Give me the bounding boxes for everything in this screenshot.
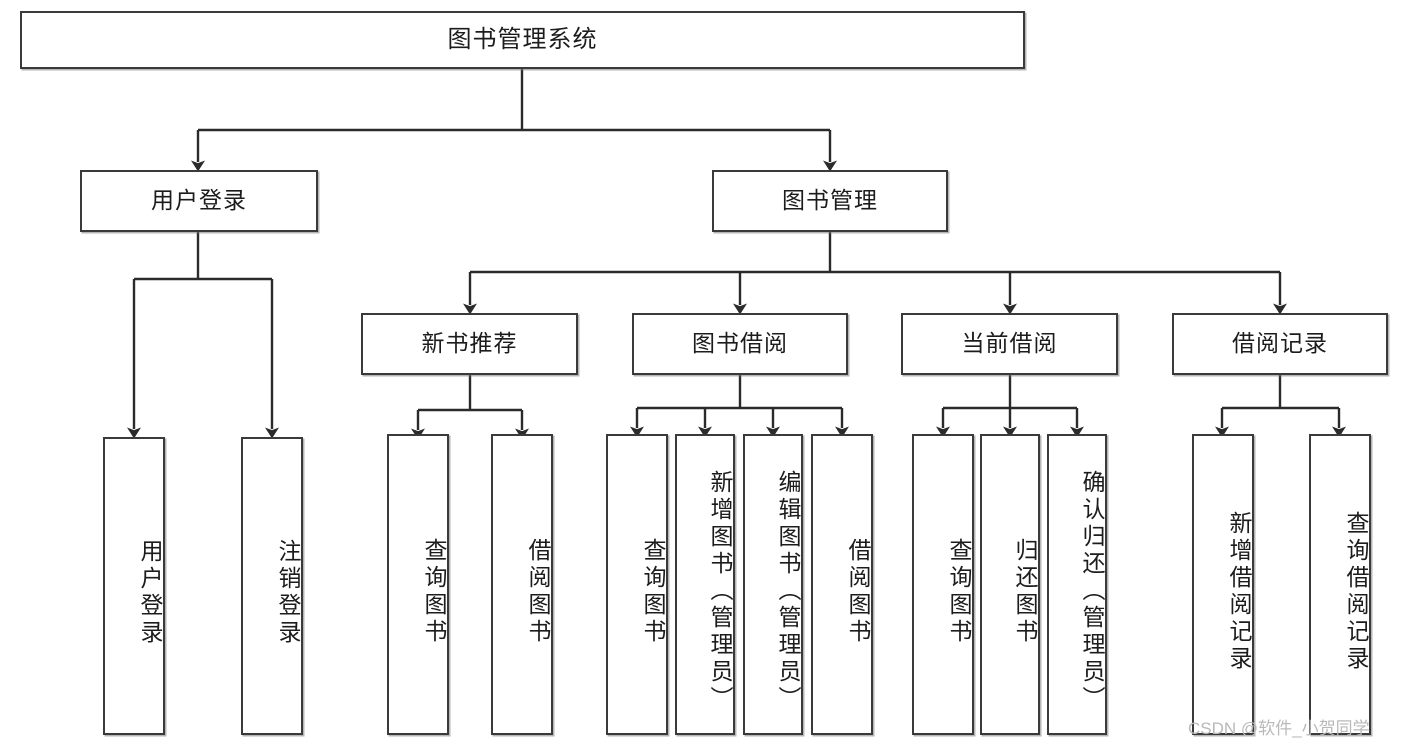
leaf-label: 确认归还（管理员） (1079, 470, 1105, 713)
node-root[interactable]: 图书管理系统 (20, 11, 1025, 69)
leaf-recommend-query-book[interactable]: 查询图书 (387, 434, 449, 735)
leaf-label: 新增图书（管理员） (707, 470, 733, 713)
leaf-current-return-book[interactable]: 归还图书 (980, 434, 1040, 735)
leaf-borrow-add-book-admin[interactable]: 新增图书（管理员） (675, 434, 735, 735)
leaf-label: 归还图书 (1012, 537, 1038, 646)
leaf-label: 查询图书 (946, 537, 972, 646)
leaf-records-query-record[interactable]: 查询借阅记录 (1309, 434, 1371, 735)
leaf-label: 编辑图书（管理员） (775, 470, 801, 713)
leaf-borrow-query-book[interactable]: 查询图书 (606, 434, 668, 735)
leaf-label: 借阅图书 (525, 537, 551, 646)
leaf-borrow-borrow-book[interactable]: 借阅图书 (811, 434, 873, 735)
leaf-label: 查询图书 (640, 537, 666, 646)
node-book-borrow[interactable]: 图书借阅 (632, 313, 848, 375)
leaf-user-login[interactable]: 用户登录 (103, 437, 165, 735)
csdn-watermark: CSDN @软件_小贺同学 (1188, 719, 1370, 738)
leaf-label: 查询图书 (421, 537, 447, 646)
node-current-borrow[interactable]: 当前借阅 (901, 313, 1118, 375)
leaf-label: 借阅图书 (845, 537, 871, 646)
leaf-label: 注销登录 (275, 539, 301, 647)
leaf-borrow-edit-book-admin[interactable]: 编辑图书（管理员） (743, 434, 803, 735)
leaf-current-query-book[interactable]: 查询图书 (912, 434, 974, 735)
node-borrow-records[interactable]: 借阅记录 (1172, 313, 1388, 375)
leaf-records-add-record[interactable]: 新增借阅记录 (1192, 434, 1254, 735)
leaf-label: 查询借阅记录 (1343, 510, 1369, 673)
leaf-label: 用户登录 (137, 539, 163, 647)
leaf-label: 新增借阅记录 (1226, 510, 1252, 673)
leaf-current-confirm-return-admin[interactable]: 确认归还（管理员） (1047, 434, 1107, 735)
node-new-book-recommend[interactable]: 新书推荐 (361, 313, 578, 375)
leaf-recommend-borrow-book[interactable]: 借阅图书 (491, 434, 553, 735)
node-book-management[interactable]: 图书管理 (712, 170, 948, 232)
node-user-login[interactable]: 用户登录 (80, 170, 318, 232)
leaf-logout-login[interactable]: 注销登录 (241, 437, 303, 735)
